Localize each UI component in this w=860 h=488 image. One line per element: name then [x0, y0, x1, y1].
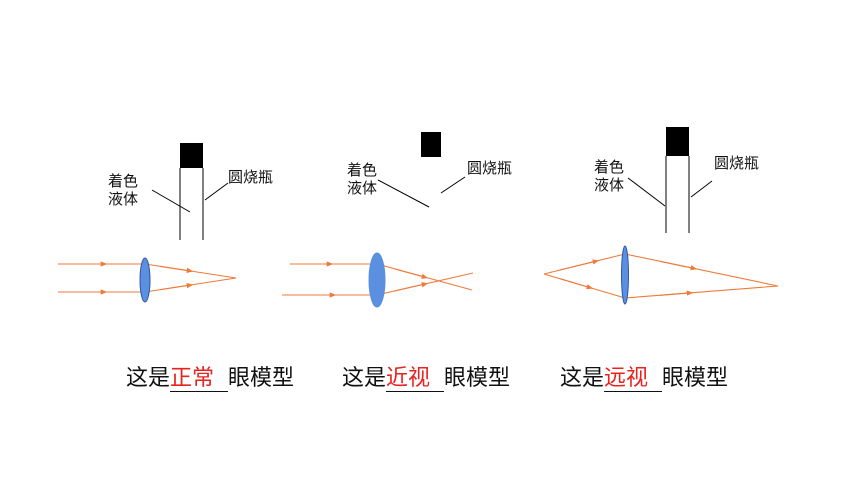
- ray-out-top-1: [144, 263, 237, 279]
- stopper-2: [421, 132, 441, 157]
- liquid-label-1: 着色液体: [108, 172, 139, 208]
- answer-myopia: 近视: [386, 367, 445, 392]
- answer-normal: 正常: [170, 367, 229, 392]
- answer-hyperopia: 远视: [604, 367, 663, 392]
- myopia-eye-model: [282, 132, 474, 308]
- ray-out-bottom-3: [624, 285, 779, 299]
- caption-normal: 这是正常眼模型: [126, 366, 295, 392]
- liquid-label-3: 着色液体: [594, 158, 625, 194]
- flask-label-2: 圆烧瓶: [467, 159, 513, 177]
- ray-out-bottom-1: [144, 277, 237, 293]
- hyperopia-eye-model: [543, 127, 779, 305]
- pointer-flask-3: [690, 180, 713, 198]
- caption-myopia: 这是近视眼模型: [342, 366, 511, 392]
- pointer-liquid-1: [151, 189, 191, 213]
- pointer-flask-1: [204, 182, 229, 201]
- stopper-1: [180, 143, 203, 168]
- rays-1: [58, 261, 237, 295]
- stopper-3: [666, 127, 689, 156]
- rays-3: [543, 253, 779, 299]
- ray-out-top-3: [624, 253, 779, 287]
- pointer-flask-2: [440, 176, 466, 194]
- flask-label-1: 圆烧瓶: [228, 168, 274, 186]
- normal-eye-model: [58, 143, 237, 303]
- flask-tube-3: [665, 127, 690, 233]
- flask-tube-1: [179, 143, 204, 240]
- lens-2: [368, 252, 386, 308]
- liquid-label-2: 着色液体: [347, 161, 378, 197]
- caption-hyperopia: 这是远视眼模型: [560, 366, 729, 392]
- flask-label-3: 圆烧瓶: [714, 154, 760, 172]
- lens-3: [621, 245, 629, 305]
- rays-2: [282, 261, 474, 298]
- lens-1: [139, 257, 151, 303]
- pointer-liquid-3: [627, 177, 666, 207]
- pointer-liquid-2: [377, 179, 430, 208]
